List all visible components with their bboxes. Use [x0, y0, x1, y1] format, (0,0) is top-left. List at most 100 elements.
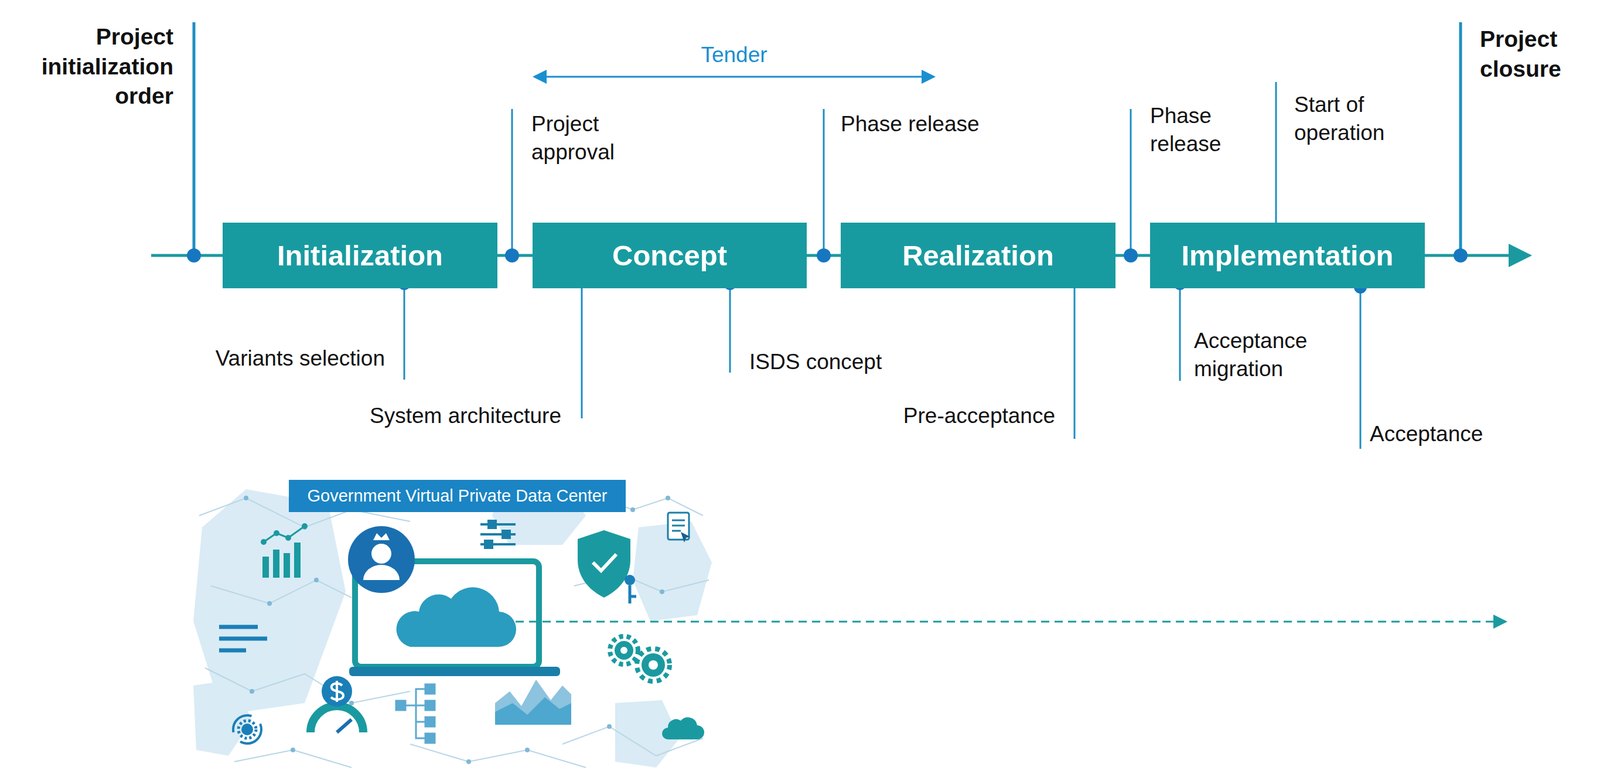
gears-icon	[620, 646, 628, 654]
milestone-label: Variants selection	[138, 344, 385, 373]
network-lines	[410, 744, 586, 768]
phase-box: Implementation	[1150, 222, 1425, 289]
flowchart-icon	[415, 704, 426, 707]
network-dots	[249, 688, 255, 694]
area-chart-icon	[495, 679, 572, 725]
hexagon-backgrounds	[193, 679, 252, 756]
network-dots	[630, 507, 636, 513]
flowchart-icon	[425, 700, 435, 711]
milestone-dot	[505, 248, 520, 263]
hexagon-backgrounds	[193, 489, 346, 715]
bar-chart-icon	[294, 542, 301, 578]
banner-text: Government Virtual Private Data Center	[306, 486, 607, 506]
milestone-dot	[1123, 248, 1138, 263]
milestone-lines	[1459, 22, 1463, 256]
milestone-label: Project approval	[531, 110, 649, 167]
flowchart-icon	[425, 717, 435, 727]
shield-icon	[577, 530, 631, 598]
document-icon	[680, 531, 691, 543]
bar-chart-icon	[273, 549, 280, 578]
document-icon	[671, 524, 685, 527]
cycle-gear-icon	[233, 715, 262, 744]
sliders-icon	[502, 530, 510, 538]
milestone-lines	[193, 22, 1461, 256]
flowchart-icon	[396, 700, 406, 711]
area-chart-icon	[495, 679, 572, 725]
document-icon	[671, 519, 685, 522]
milestone-lines	[1275, 82, 1278, 233]
shield-icon	[624, 574, 636, 586]
document-icon	[667, 512, 691, 543]
phase-name: Initialization	[277, 239, 443, 272]
gears-icon	[636, 648, 670, 682]
dollar-gauge-icon	[336, 719, 352, 733]
phase-span-label: Tender	[663, 41, 805, 70]
network-dots	[243, 495, 671, 764]
milestone-label: Phase release	[1150, 101, 1268, 159]
title-banner: Government Virtual Private Data Center	[288, 479, 626, 513]
milestone-lines	[192, 22, 196, 256]
list-icon	[219, 636, 268, 641]
list-icon	[219, 648, 247, 653]
milestone-lines	[1130, 108, 1132, 256]
person-icon	[371, 543, 392, 564]
leader-lines	[1179, 283, 1182, 381]
leader-lines	[1359, 287, 1362, 449]
dollar-gauge-icon	[321, 676, 353, 707]
network-lines	[234, 749, 352, 768]
milestone-label: Phase release	[840, 110, 1087, 139]
network-dots	[524, 747, 530, 753]
bar-chart-icon	[301, 523, 308, 530]
document-icon	[671, 530, 681, 532]
network-lines	[199, 492, 709, 768]
bar-chart-icon	[263, 526, 305, 542]
dollar-gauge-icon	[310, 705, 364, 733]
shield-icon	[592, 554, 617, 571]
flowchart-icon	[405, 688, 426, 706]
laptop-icon	[396, 587, 517, 647]
project-milestone: Project initialization order	[0, 22, 174, 112]
network-dots	[243, 495, 249, 501]
network-dots	[349, 700, 354, 706]
network-dots	[267, 601, 272, 606]
phase-name: Concept	[612, 239, 728, 272]
shield-icon	[577, 530, 637, 604]
network-dots	[659, 589, 665, 595]
laptop-icon	[355, 561, 539, 667]
dashed-arrow	[515, 621, 1506, 623]
bar-chart-icon	[260, 523, 308, 578]
shield-icon	[629, 595, 637, 599]
sliders-icon	[485, 540, 493, 548]
gears-icon	[641, 653, 665, 677]
hexagon-backgrounds	[193, 483, 712, 768]
bar-chart-icon	[283, 553, 291, 578]
network-dots	[606, 724, 612, 729]
area-chart-icon	[495, 697, 572, 725]
tender-arrow	[534, 76, 934, 78]
bar-chart-icon	[262, 556, 269, 578]
network-dots	[665, 495, 671, 501]
milestone-dot	[186, 248, 201, 263]
cycle-gear-icon	[241, 723, 254, 736]
network-lines	[210, 580, 352, 604]
phase-box: Initialization	[222, 222, 498, 289]
list-icon	[219, 625, 258, 630]
network-dots	[290, 747, 296, 753]
flowchart-icon	[415, 721, 426, 723]
leader-lines	[403, 283, 406, 380]
dollar-gauge-icon	[331, 680, 344, 702]
gears-icon	[648, 660, 658, 670]
person-icon	[348, 526, 415, 593]
person-icon	[363, 564, 400, 581]
list-icon	[219, 626, 268, 651]
person-icon	[373, 533, 390, 541]
sliders-icon	[480, 520, 516, 548]
phase-box: Concept	[532, 222, 807, 289]
laptop-icon	[349, 561, 561, 677]
sliders-icon	[480, 523, 516, 526]
milestone-label: System architecture	[315, 401, 562, 431]
gears-icon	[609, 636, 670, 682]
leader-lines	[1073, 278, 1076, 439]
